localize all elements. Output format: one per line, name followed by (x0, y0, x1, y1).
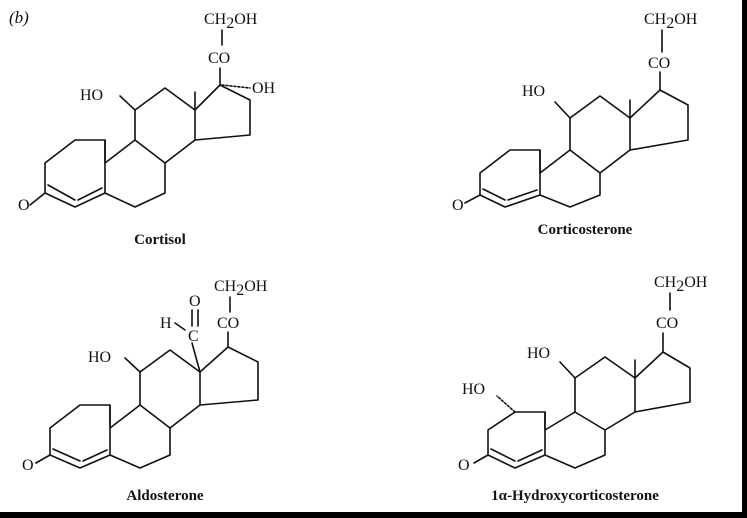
aldosterone-aldehyde-h: H (160, 315, 172, 332)
hydroxycorticosterone-ch2oh: CH2OH (654, 274, 708, 295)
corticosterone-11-ho: HO (522, 83, 545, 100)
hydroxycorticosterone-structure: O HO HO CO CH2OH (458, 274, 708, 474)
aldosterone-aldehyde-o: O (189, 293, 201, 310)
cortisol-17-oh: OH (252, 80, 276, 97)
corticosterone-co: CO (648, 55, 670, 72)
corticosterone-ch2oh: CH2OH (644, 11, 698, 32)
cortisol-11-ho: HO (80, 87, 103, 104)
cortisol-co: CO (208, 50, 230, 67)
aldosterone-co: CO (217, 315, 239, 332)
caption-aldosterone: Aldosterone (126, 488, 204, 504)
aldosterone-11-ho: HO (88, 349, 111, 366)
cortisol-structure: O HO OH CO CH2OH (18, 11, 276, 214)
corticosterone-ketone-o: O (452, 197, 464, 214)
aldosterone-ch2oh: CH2OH (214, 278, 268, 299)
caption-corticosterone: Corticosterone (537, 222, 633, 238)
aldosterone-aldehyde-c: C (188, 328, 199, 345)
aldosterone-ketone-o: O (22, 457, 34, 474)
caption-cortisol: Cortisol (134, 232, 186, 248)
hydroxycorticosterone-co: CO (656, 315, 678, 332)
cortisol-ch2oh: CH2OH (204, 11, 258, 32)
cortisol-ketone-o: O (18, 197, 30, 214)
panel-label: (b) (9, 8, 29, 27)
aldosterone-structure: O HO C H O CO CH2OH (22, 278, 268, 474)
hydroxycorticosterone-11-ho: HO (527, 345, 550, 362)
corticosterone-structure: O HO CO CH2OH (452, 11, 698, 214)
hydroxycorticosterone-1a-ho: HO (462, 381, 485, 398)
hydroxycorticosterone-ketone-o: O (458, 457, 470, 474)
caption-hydroxycorticosterone: 1α-Hydroxycorticosterone (491, 488, 659, 504)
